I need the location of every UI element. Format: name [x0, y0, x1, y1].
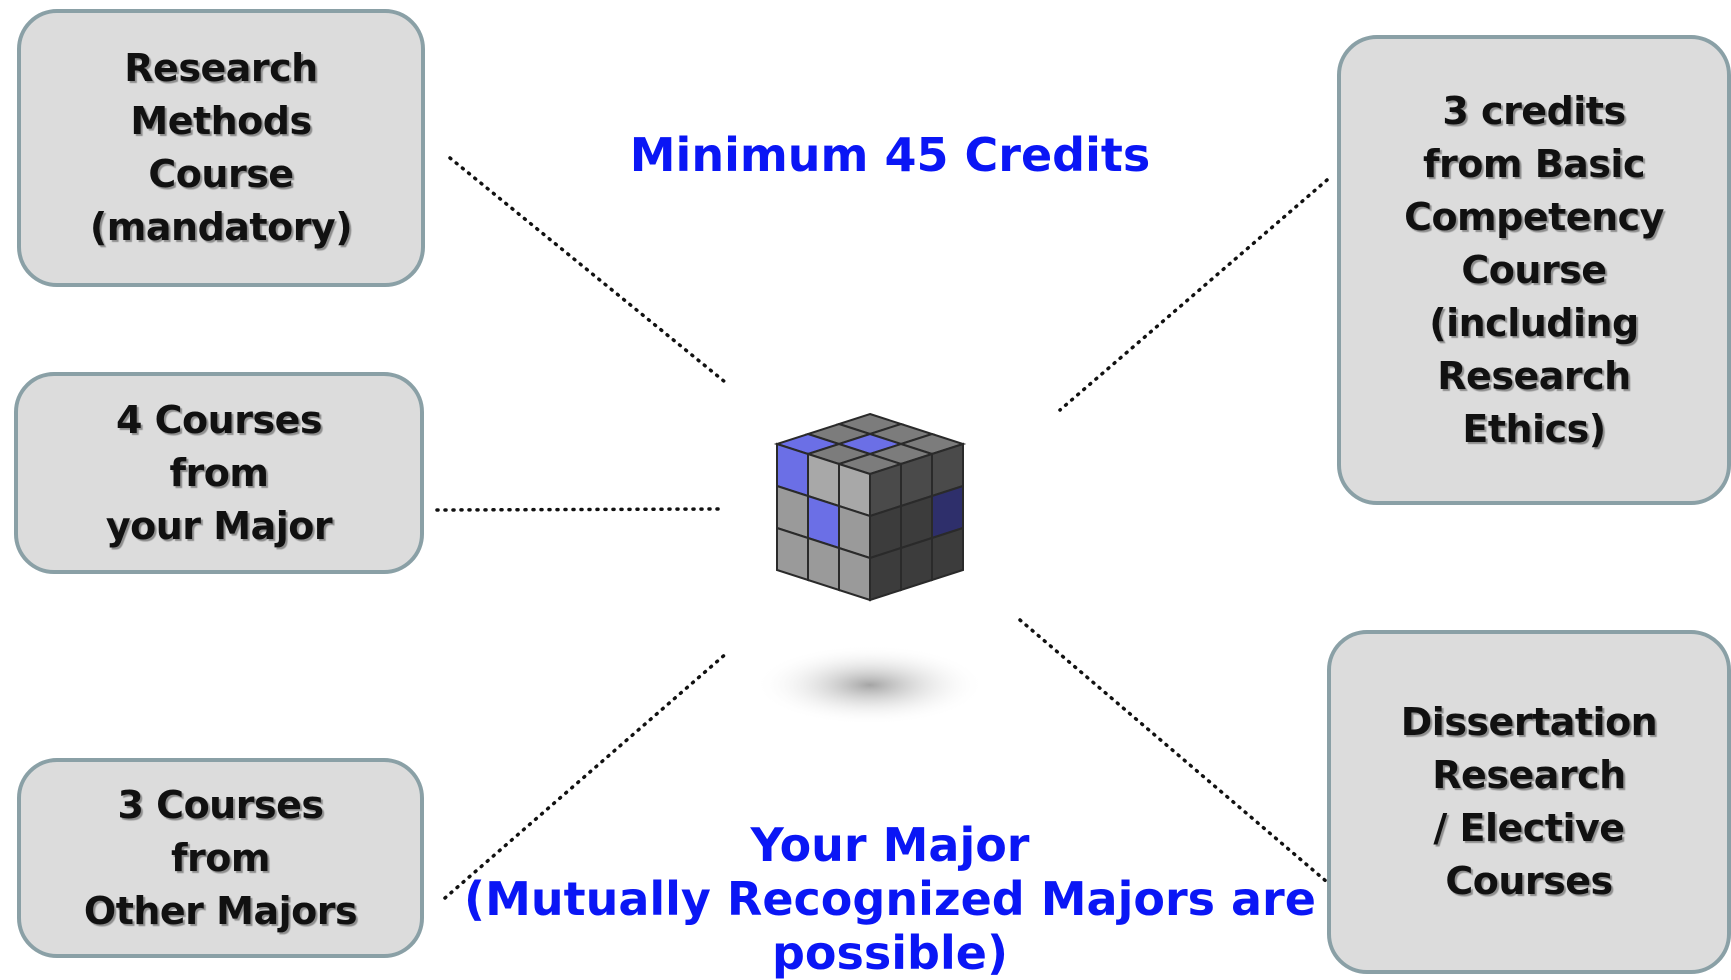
other-majors-box: 3 Courses from Other Majors	[17, 758, 424, 958]
cube-right-tile	[869, 546, 902, 602]
basic-competency-label: 3 credits from Basic Competency Course (…	[1404, 88, 1664, 451]
major-courses-label: 4 Courses from your Major	[105, 397, 333, 548]
cube-left-tile	[838, 546, 871, 602]
connector-dissertation	[1018, 618, 1329, 884]
basic-competency-box: 3 credits from Basic Competency Course (…	[1337, 35, 1731, 505]
cube-shadow	[755, 645, 985, 725]
cube-right-tile	[900, 536, 933, 592]
rubiks-cube-icon	[755, 412, 985, 725]
other-majors-label: 3 Courses from Other Majors	[83, 782, 358, 933]
cube-left-tile	[807, 536, 840, 592]
dissertation-box: Dissertation Research / Elective Courses	[1327, 630, 1731, 974]
connector-basic-competency	[1058, 178, 1329, 412]
connector-major-courses	[435, 507, 722, 512]
dissertation-label: Dissertation Research / Elective Courses	[1400, 700, 1658, 903]
cube-right-tile	[931, 526, 964, 582]
page-title: Minimum 45 Credits	[629, 128, 1151, 182]
cube-left-tile	[776, 526, 809, 582]
major-footer-label: Your Major (Mutually Recognized Majors a…	[464, 818, 1316, 980]
connector-other-majors	[443, 650, 730, 900]
connector-research-methods	[448, 156, 727, 384]
research-methods-box: Research Methods Course (mandatory)	[17, 9, 425, 287]
major-courses-box: 4 Courses from your Major	[14, 372, 424, 574]
research-methods-label: Research Methods Course (mandatory)	[89, 46, 353, 249]
